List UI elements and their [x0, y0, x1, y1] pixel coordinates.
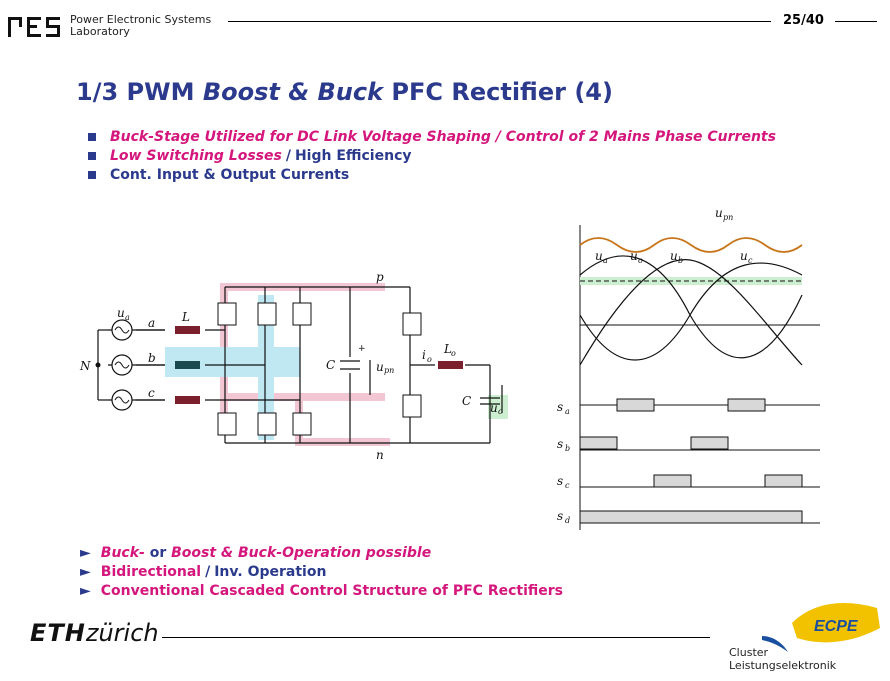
slide-title: 1/3 PWM Boost & Buck PFC Rectifier (4)	[76, 78, 613, 106]
label-ub-sub: b	[678, 256, 683, 265]
lab-line1: Power Electronic Systems	[70, 13, 212, 26]
page-number: 25/40	[783, 13, 824, 28]
label-a: a	[148, 316, 155, 330]
cluster-text: Cluster Leistungselektronik	[729, 646, 836, 672]
eth-bold: ETH	[30, 619, 86, 647]
label-upn-sub: pn	[384, 366, 394, 375]
cluster-swoosh-icon	[762, 636, 788, 652]
bullet-1: Buck-Stage Utilized for DC Link Voltage …	[88, 127, 776, 146]
label-sc-sub: c	[565, 481, 570, 490]
bullet-square-icon	[88, 151, 96, 160]
label-ua-sub: a	[125, 313, 130, 322]
label-b: b	[148, 351, 156, 365]
point-1-part2: Boost & Buck-Operation possible	[171, 544, 432, 561]
point-2-text2: Inv. Operation	[214, 563, 327, 580]
output-inductor-icon	[438, 361, 463, 369]
pes-logo	[8, 17, 60, 37]
label-upn-sub: pn	[723, 213, 733, 222]
label-sa-sub: a	[565, 407, 570, 416]
point-2: ► Bidirectional / Inv. Operation	[80, 562, 563, 581]
ecpe-logo: ECPE	[792, 603, 880, 643]
label-C2: C	[462, 394, 471, 408]
title-suffix: PFC Rectifier (4)	[383, 78, 613, 106]
label-uo: u	[490, 401, 498, 415]
lab-name: Power Electronic Systems Laboratory	[70, 14, 211, 38]
label-sb-sub: b	[565, 444, 570, 453]
label-Lo: L	[443, 342, 452, 356]
point-2-sep: /	[205, 563, 211, 580]
arrow-right-icon: ►	[80, 544, 91, 561]
point-1: ► Buck- or Boost & Buck-Operation possib…	[80, 543, 563, 562]
cluster-line2: Leistungselektronik	[729, 659, 837, 672]
switch-patterns	[579, 398, 803, 524]
upn-curve	[579, 237, 803, 253]
label-sb: s	[557, 437, 563, 451]
arrow-right-icon: ►	[80, 563, 91, 580]
label-ub: u	[670, 249, 678, 263]
label-io-sub: o	[427, 355, 432, 364]
bottom-points: ► Buck- or Boost & Buck-Operation possib…	[80, 543, 563, 600]
bullet-2: Low Switching Losses / High Efficiency	[88, 146, 776, 165]
label-sd-sub: d	[565, 516, 570, 525]
label-sa: s	[557, 400, 563, 414]
bullet-3-text: Cont. Input & Output Currents	[110, 166, 350, 183]
label-p: p	[376, 270, 384, 284]
uo-band	[580, 277, 802, 285]
bullet-square-icon	[88, 132, 96, 141]
inductor-b-icon	[175, 361, 200, 369]
point-1-plain: or	[144, 544, 172, 561]
phase-curves	[579, 255, 803, 366]
bullet-2-italic: Low Switching Losses	[110, 147, 282, 164]
point-2-text: Bidirectional	[100, 563, 202, 580]
title-prefix: 1/3 PWM	[76, 78, 203, 106]
node-N	[95, 362, 101, 368]
circuit-diagram: u a a b c N L C p n u pn i o L o C u o +	[79, 270, 508, 462]
bullet-3: Cont. Input & Output Currents	[88, 165, 776, 184]
arrow-right-icon: ►	[80, 582, 91, 599]
label-io: i	[422, 348, 426, 362]
label-n: n	[376, 448, 384, 462]
label-L: L	[181, 310, 190, 324]
label-plus: +	[358, 344, 366, 354]
label-ua: u	[595, 249, 603, 263]
waveform-diagram: u pn u a u o u b u c s a s b s c s d	[557, 206, 820, 530]
bullet-2-text: High Efficiency	[294, 147, 412, 164]
label-C1: C	[326, 358, 335, 372]
bullet-list: Buck-Stage Utilized for DC Link Voltage …	[88, 127, 776, 184]
point-3-text: Conventional Cascaded Control Structure …	[100, 582, 563, 599]
ecpe-text: ECPE	[814, 618, 859, 635]
label-N: N	[79, 359, 91, 373]
label-uc-sub: c	[748, 256, 753, 265]
label-uo-sub: o	[498, 407, 503, 416]
label-c: c	[148, 386, 155, 400]
eth-logo: ETHzürich	[30, 619, 159, 647]
header-rule-left	[228, 21, 771, 22]
label-uc: u	[740, 249, 748, 263]
cluster-line1: Cluster	[729, 646, 769, 659]
label-uo-sub: o	[638, 256, 643, 265]
eth-rest: zürich	[85, 619, 159, 647]
bullet-2-sep: /	[285, 147, 291, 164]
label-ua: u	[117, 306, 125, 320]
lab-line2: Laboratory	[70, 25, 130, 38]
bullet-square-icon	[88, 170, 96, 179]
label-uo: u	[630, 249, 638, 263]
label-Lo-sub: o	[451, 349, 456, 358]
label-sd: s	[557, 509, 563, 523]
header-rule-right	[835, 21, 877, 22]
label-upn: u	[715, 206, 723, 220]
title-italic: Boost & Buck	[202, 78, 384, 106]
footer-rule	[162, 637, 710, 638]
inductor-icons	[175, 326, 200, 404]
label-sc: s	[557, 474, 563, 488]
bullet-1-text: Buck-Stage Utilized for DC Link Voltage …	[110, 128, 776, 145]
label-upn: u	[376, 360, 384, 374]
point-3: ► Conventional Cascaded Control Structur…	[80, 581, 563, 600]
point-1-part1: Buck-	[100, 544, 145, 561]
label-ua-sub: a	[603, 256, 608, 265]
switch-icons	[217, 302, 422, 436]
